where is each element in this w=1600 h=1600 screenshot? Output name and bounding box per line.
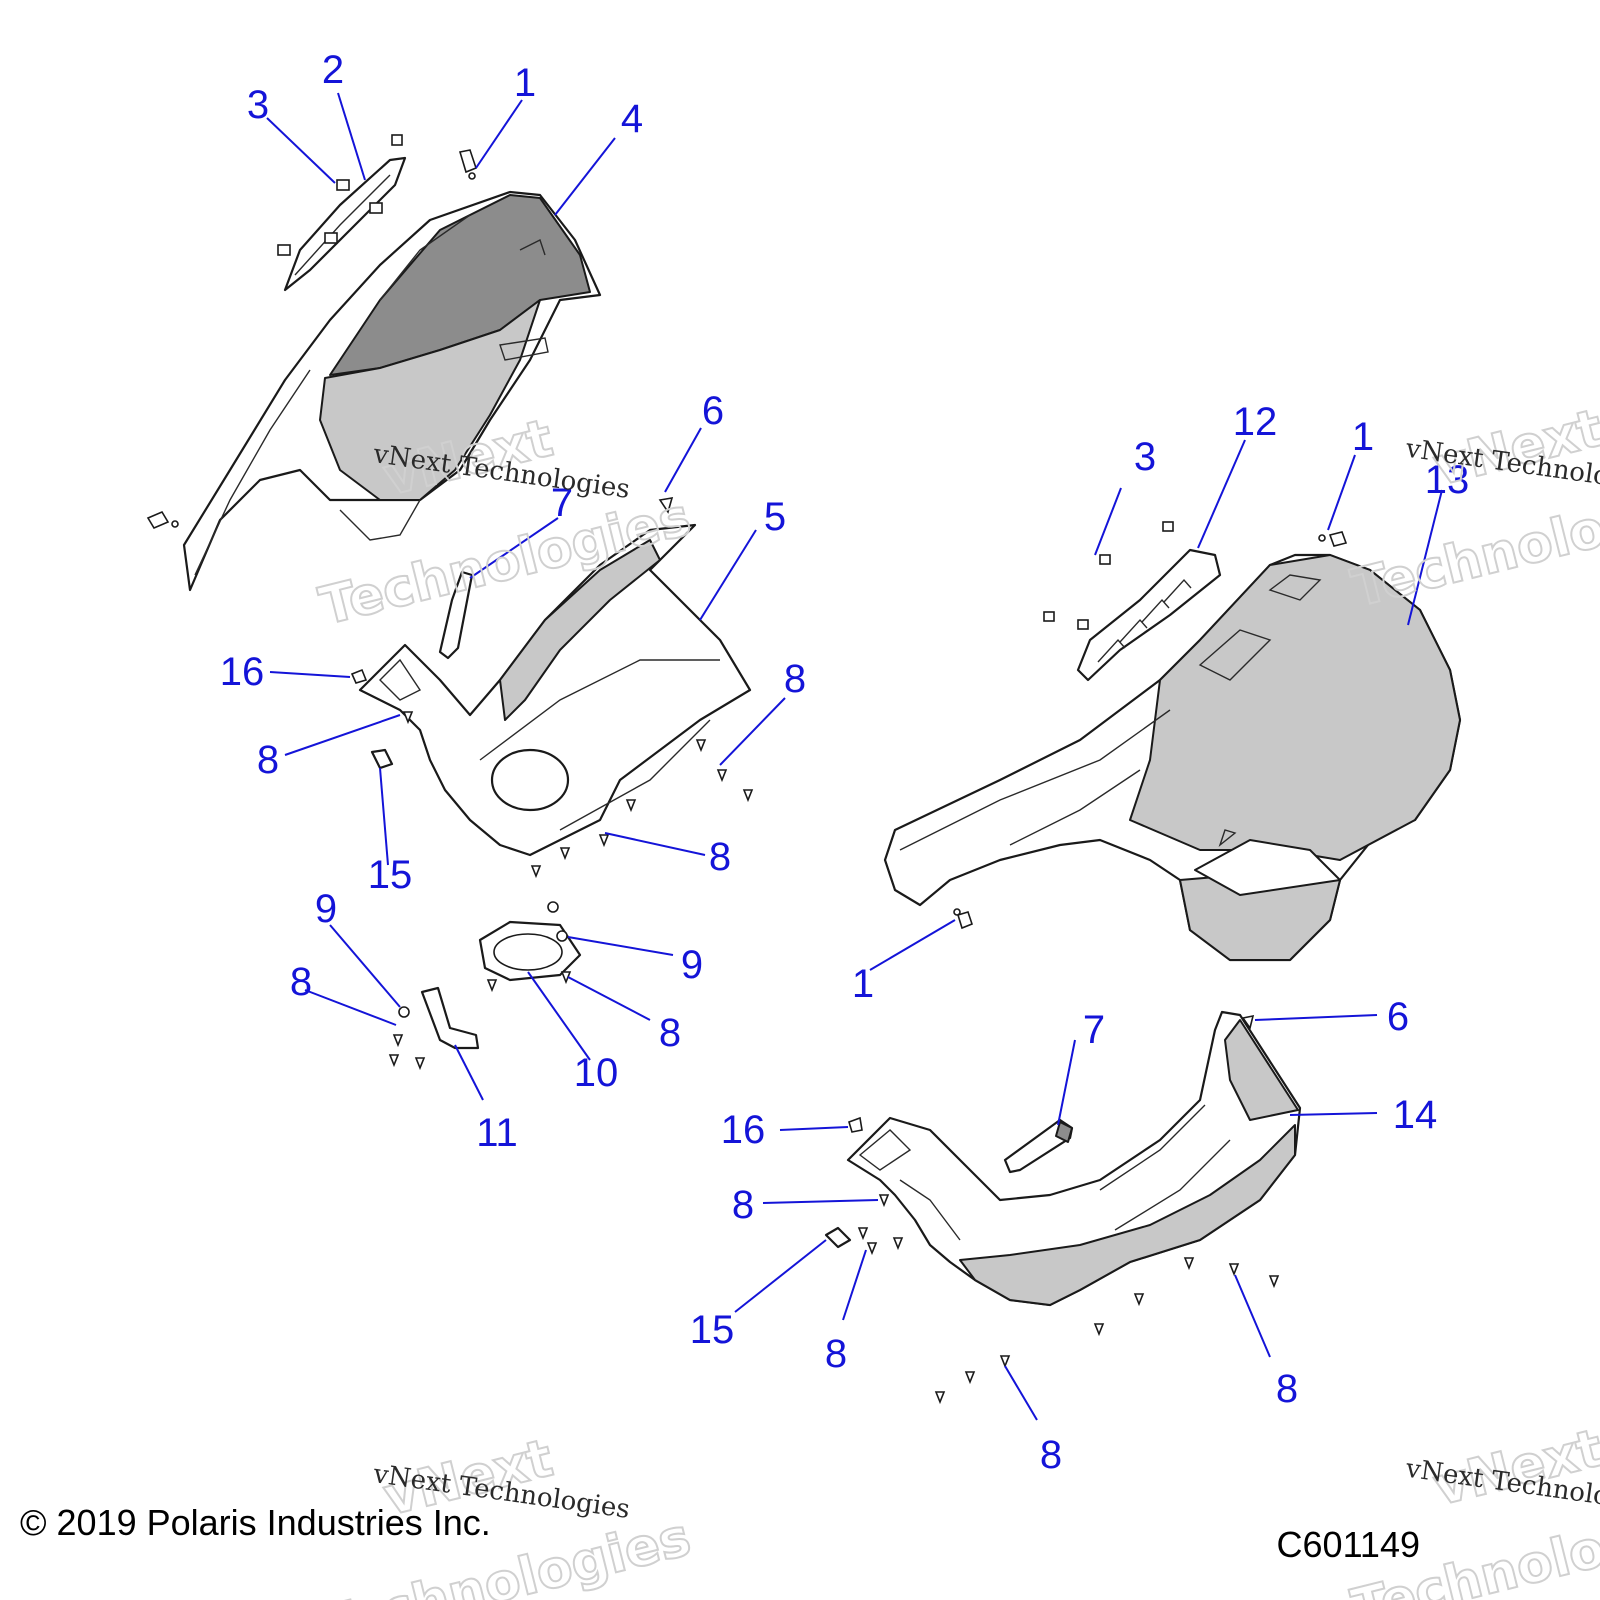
callout-2: 2	[322, 48, 344, 92]
part-6-fastener-left	[658, 497, 674, 514]
callout-13: 13	[1425, 458, 1470, 502]
part-6-fastener-right	[1241, 1014, 1255, 1030]
leader-lines	[266, 92, 1443, 1421]
callout-11: 11	[476, 1111, 518, 1155]
callout-15-left: 15	[368, 853, 413, 897]
diagram-code: C601149	[1277, 1524, 1420, 1565]
callout-1-right-bottom: 1	[852, 962, 874, 1006]
part-10-ring	[478, 901, 582, 993]
callout-15-right: 15	[690, 1308, 735, 1352]
part-3-clips-right	[1043, 521, 1174, 630]
callout-16-left: 16	[220, 650, 265, 694]
part-8-screws-right	[857, 1194, 1280, 1405]
part-8-screws-left	[402, 711, 754, 879]
callout-7-right: 7	[1083, 1008, 1105, 1052]
part-5-lower-panel	[358, 523, 752, 857]
callout-3-top: 3	[247, 83, 269, 127]
callout-7-left: 7	[551, 481, 573, 525]
part-1-fastener-top	[458, 149, 477, 180]
part-1-fastener-right-bottom	[953, 908, 973, 930]
callout-8-i: 8	[1040, 1433, 1062, 1477]
part-16-fastener-right	[848, 1116, 863, 1133]
part-14-lower-body	[846, 1010, 1302, 1307]
part-2-trim	[283, 156, 407, 292]
callout-8-b: 8	[784, 657, 806, 701]
svg-text:Technologies: Technologies	[1346, 469, 1600, 619]
callout-9-b: 9	[681, 943, 703, 987]
callout-9-a: 9	[315, 887, 337, 931]
copyright-text: © 2019 Polaris Industries Inc.	[20, 1502, 491, 1543]
callout-numbers: 3 2 1 4 6 7 5 16 8 8 15 8 9 8 9 8 10 11 …	[220, 48, 1470, 1477]
callout-6-left: 6	[702, 389, 724, 433]
part-4-upper-panel	[182, 190, 602, 592]
callout-8-c: 8	[709, 835, 731, 879]
part-7-strap-right	[1003, 1118, 1074, 1174]
part-3-clips-left	[277, 134, 403, 256]
part-11-bracket	[388, 986, 480, 1071]
callout-8-g: 8	[825, 1332, 847, 1376]
part-16-fastener-left	[350, 668, 368, 684]
part-1-fastener-left	[146, 510, 179, 530]
callout-8-d: 8	[290, 960, 312, 1004]
callout-5: 5	[764, 495, 786, 539]
callout-8-h: 8	[1276, 1367, 1298, 1411]
watermark-top-right: vNext Technologies vNext Technologies	[1345, 397, 1600, 620]
callout-1-right-top: 1	[1352, 415, 1374, 459]
callout-8-f: 8	[732, 1183, 754, 1227]
callout-16-right: 16	[721, 1108, 766, 1152]
callout-14: 14	[1393, 1093, 1438, 1137]
part-7-strap-left	[438, 570, 474, 660]
callout-4: 4	[621, 97, 643, 141]
callout-8-a: 8	[257, 738, 279, 782]
callout-6-right: 6	[1387, 995, 1409, 1039]
part-12-vent	[1076, 548, 1222, 682]
callout-1-top: 1	[514, 61, 536, 105]
callout-10: 10	[574, 1051, 619, 1095]
part-15-pad-left	[370, 748, 394, 770]
callout-8-e: 8	[659, 1011, 681, 1055]
part-13-main-body	[883, 553, 1462, 962]
callout-12: 12	[1233, 400, 1278, 444]
part-15-pad-right	[824, 1226, 852, 1249]
callout-3-right: 3	[1134, 435, 1156, 479]
watermark-bottom-right: vNext Technologies vNext Technologies	[1345, 1417, 1600, 1600]
part-1-fastener-right-top	[1318, 531, 1348, 547]
